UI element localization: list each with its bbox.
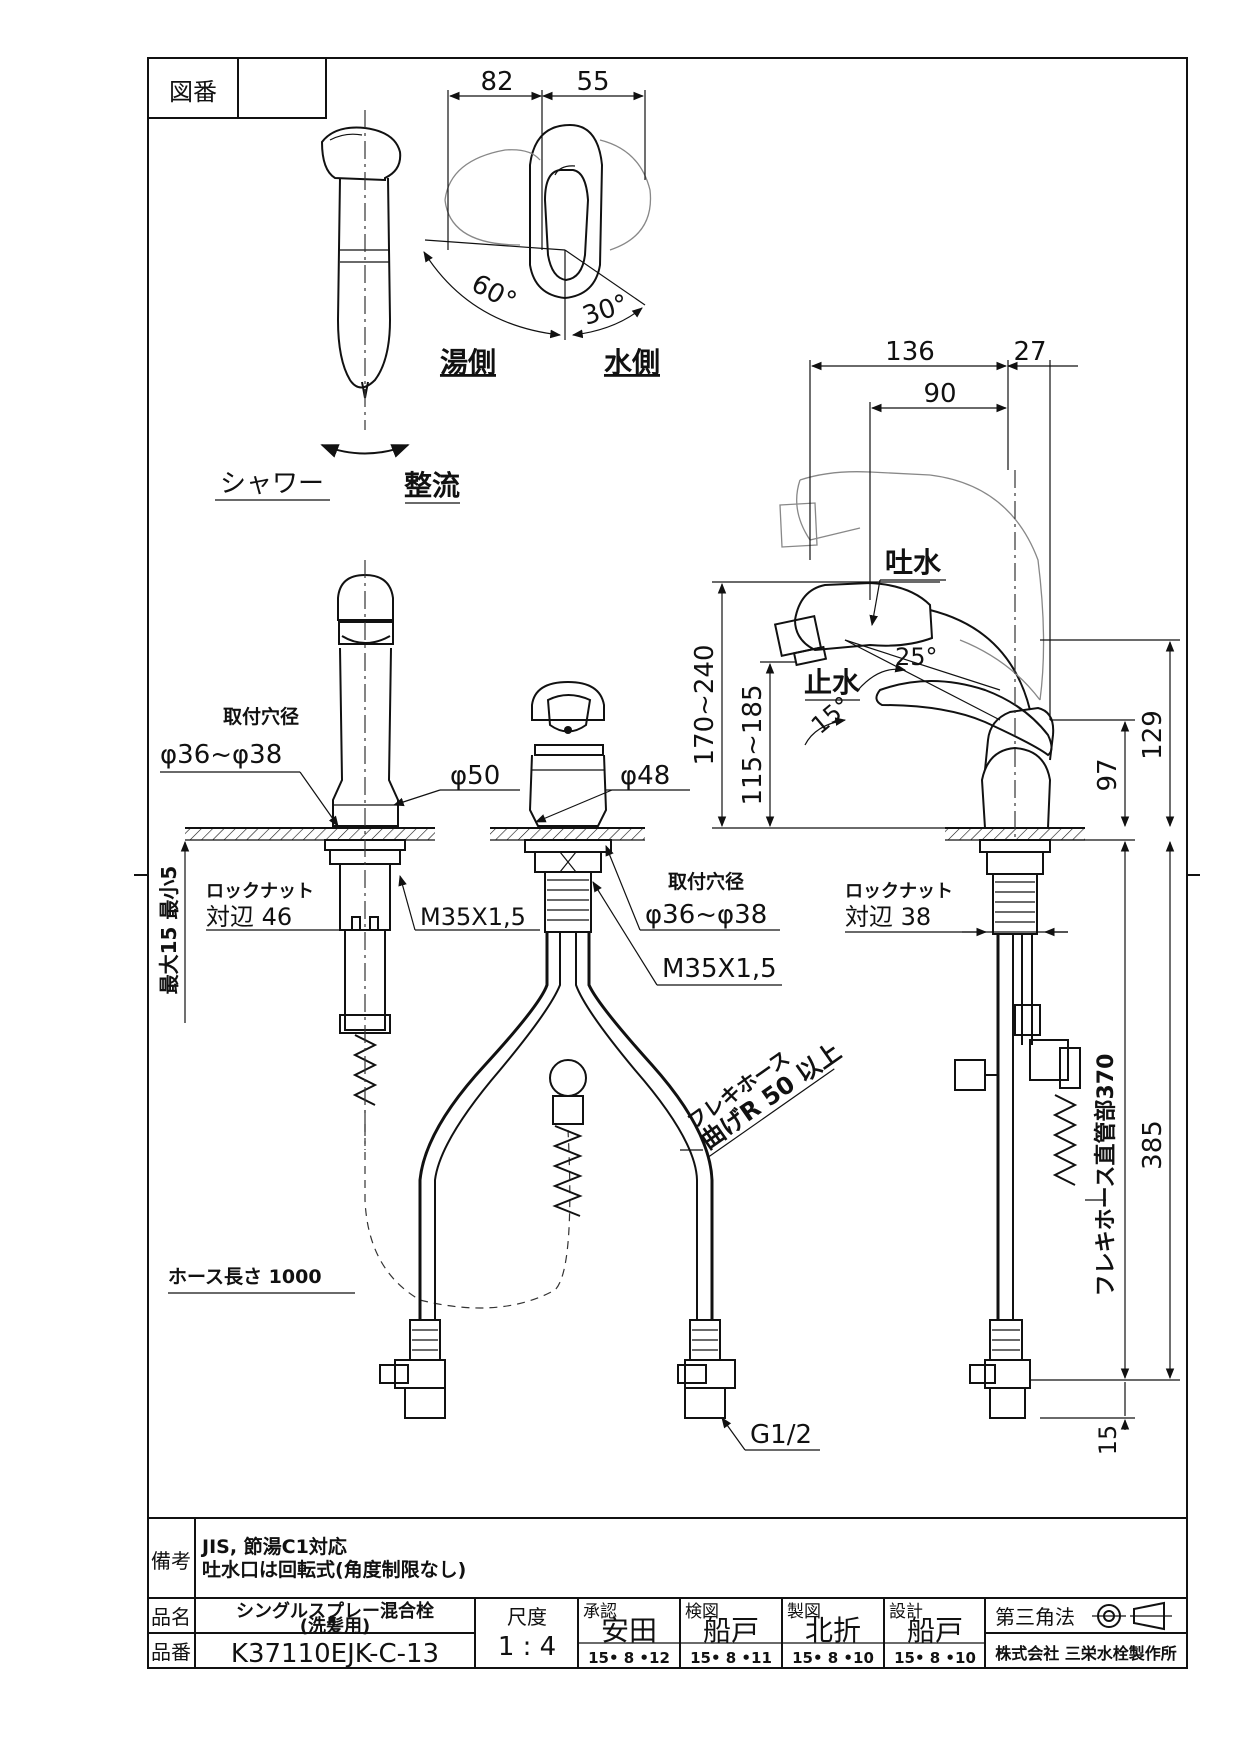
note-2: 吐水口は回転式(角度制限なし) <box>202 1558 466 1581</box>
sheet-border <box>134 57 1200 1669</box>
side-dim-136: 136 <box>885 337 935 367</box>
top-dim-82: 82 <box>480 67 513 97</box>
top-dim-55: 55 <box>576 67 609 97</box>
left-locknut-label: ロックナット <box>206 881 314 902</box>
front-thread: M35X1,5 <box>662 954 777 984</box>
approval-date-2: 15• 8 •11 <box>690 1649 772 1667</box>
flex-straight-length: フレキホース直管部370 <box>1093 1054 1119 1297</box>
angle-30: 30° <box>579 289 632 332</box>
approval-name-1: 安田 <box>601 1614 657 1647</box>
approval-name-3: 北折 <box>805 1614 861 1647</box>
scale-value: 1 : 4 <box>498 1632 556 1662</box>
approval-date-3: 15• 8 •10 <box>792 1649 874 1667</box>
angle-60: 60° <box>466 269 521 317</box>
hinmei-line-1: シングルスプレー混合栓 <box>236 1600 434 1622</box>
mode-stream-label: 整流 <box>404 469 460 502</box>
side-dim-385: 385 <box>1138 1120 1168 1170</box>
front-connection: G1/2 <box>750 1420 812 1450</box>
hinban-label: 品番 <box>151 1640 191 1664</box>
hot-side-label: 湯側 <box>440 346 496 379</box>
stop-label: 止水 <box>804 666 861 699</box>
left-view: 取付穴径 φ36~φ38 φ50 ロックナット 対辺 46 M35X1,5 最大… <box>157 560 571 1309</box>
left-valve <box>379 1319 446 1419</box>
front-view: φ48 取付穴径 φ36~φ38 M35X1,5 フレキホース 曲げR 50 以… <box>379 680 846 1451</box>
zuban-label: 図番 <box>169 78 217 106</box>
biko-label: 備考 <box>151 1549 191 1573</box>
approval-date-1: 15• 8 •12 <box>588 1649 670 1667</box>
title-block: 備考 JIS, 節湯C1対応 吐水口は回転式(角度制限なし) 品名 シングルスプ… <box>148 1517 1187 1669</box>
side-view: 136 27 90 吐水 25° 止水 15° 170~240 115~185 … <box>690 337 1180 1455</box>
cold-side-label: 水側 <box>604 346 660 379</box>
top-view-lever: 82 55 60° 30° <box>423 67 652 340</box>
front-hole-label: 取付穴径 <box>668 870 744 893</box>
height-range-1: 170~240 <box>690 644 720 765</box>
left-hole-label: 取付穴径 <box>223 705 299 728</box>
note-1: JIS, 節湯C1対応 <box>200 1535 347 1558</box>
zuban-box: 図番 <box>147 57 327 119</box>
side-locknut-size: 対辺 38 <box>845 903 931 931</box>
left-hole-dia: φ36~φ38 <box>160 740 282 770</box>
side-dim-27: 27 <box>1013 337 1046 367</box>
scale-label: 尺度 <box>507 1605 547 1629</box>
hinban-value: K37110EJK-C-13 <box>231 1639 439 1669</box>
angle-25: 25° <box>895 643 938 671</box>
approval-role-1: 承認 <box>583 1602 617 1622</box>
third-angle-symbol-icon <box>1092 1601 1172 1631</box>
approval-role-4: 設計 <box>889 1602 923 1622</box>
front-hole-dia: φ36~φ38 <box>645 900 767 930</box>
discharge-label: 吐水 <box>885 546 942 579</box>
approval-name-2: 船戸 <box>703 1614 759 1647</box>
height-range-2: 115~185 <box>738 684 768 805</box>
company-name: 株式会社 三栄水栓製作所 <box>995 1644 1177 1663</box>
side-dim-129: 129 <box>1138 710 1168 760</box>
approval-date-4: 15• 8 •10 <box>894 1649 976 1667</box>
left-locknut-size: 対辺 46 <box>206 903 292 931</box>
top-view-labels: 湯側 水側 シャワー 整流 <box>215 346 660 504</box>
left-body-dia: φ50 <box>450 761 500 791</box>
front-body-dia: φ48 <box>620 761 670 791</box>
projection-label: 第三角法 <box>995 1605 1075 1629</box>
side-dim-97: 97 <box>1093 758 1123 791</box>
right-valve <box>677 1319 736 1419</box>
hose-length: ホース長さ 1000 <box>168 1266 322 1288</box>
mode-shower-label: シャワー <box>220 469 324 499</box>
counter-thickness: 最大15 最小5 <box>157 866 181 995</box>
side-locknut-label: ロックナット <box>845 881 953 902</box>
left-thread: M35X1,5 <box>420 903 526 931</box>
side-dim-15: 15 <box>1094 1425 1122 1456</box>
top-view-side <box>320 110 410 458</box>
approval-role-3: 製図 <box>787 1602 821 1622</box>
hinmei-label: 品名 <box>151 1605 191 1629</box>
approval-role-2: 検図 <box>685 1602 719 1622</box>
approval-name-4: 船戸 <box>907 1614 963 1647</box>
side-dim-90: 90 <box>923 379 956 409</box>
hinmei-line-2: (洗髪用) <box>300 1615 370 1637</box>
